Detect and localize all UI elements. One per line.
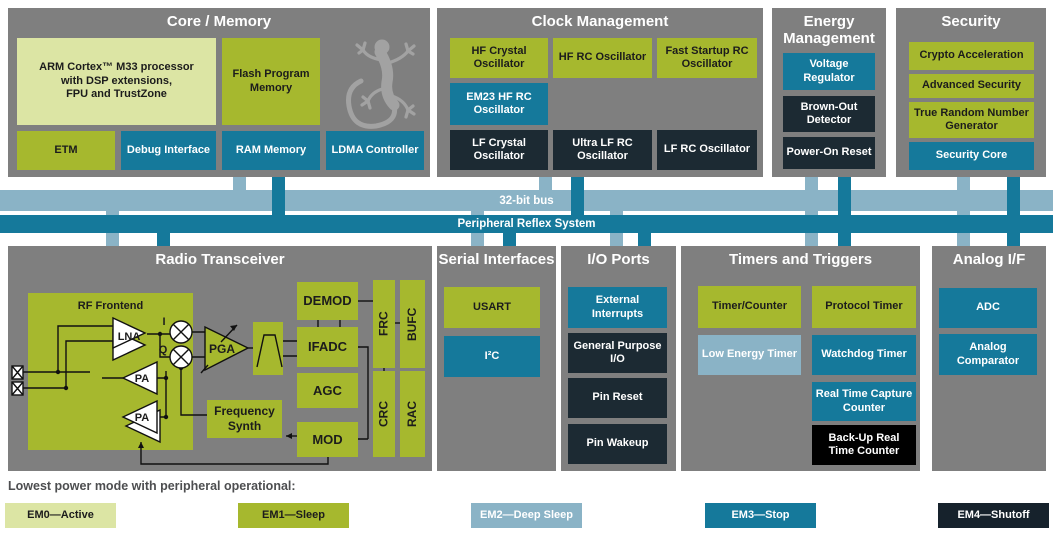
bus-32bit-label: 32-bit bus xyxy=(499,194,554,207)
chip-timer-counter: Timer/Counter xyxy=(698,286,801,328)
chip-bufc: BUFC xyxy=(400,280,425,368)
bus-connector xyxy=(571,177,584,225)
chip-crc: CRC xyxy=(373,371,395,457)
rf-frontend-box: RF Frontend xyxy=(28,293,193,450)
chip-backup-real-time-counter: Back-Up Real Time Counter xyxy=(812,425,916,465)
chip-security-core: Security Core xyxy=(909,142,1034,170)
energy-management-title: Energy Management xyxy=(783,13,875,48)
serial-interfaces-title: Serial Interfaces xyxy=(438,251,555,268)
chip-i2c: I²C xyxy=(444,336,540,377)
chip-ultra-lf-rc-osc: Ultra LF RC Oscillator xyxy=(553,130,652,170)
bus-prs-label: Peripheral Reflex System xyxy=(457,218,596,230)
chip-crypto-acceleration: Crypto Acceleration xyxy=(909,42,1034,70)
chip-if-filter xyxy=(253,322,283,375)
chip-lf-rc-osc: LF RC Oscillator xyxy=(657,130,757,170)
block-timers-triggers: Timers and Triggers Timer/Counter Low En… xyxy=(681,246,920,471)
bus-32bit: 32-bit bus xyxy=(0,190,1053,211)
radio-transceiver-title: Radio Transceiver xyxy=(155,251,285,268)
chip-flash-memory: Flash Program Memory xyxy=(222,38,320,125)
analog-if-title: Analog I/F xyxy=(952,251,1026,268)
chip-voltage-regulator: Voltage Regulator xyxy=(783,53,875,90)
chip-general-purpose-io: General Purpose I/O xyxy=(568,333,667,373)
security-title: Security xyxy=(941,13,1001,30)
gecko-logo-icon xyxy=(346,39,416,129)
chip-true-random-number-generator: True Random Number Generator xyxy=(909,102,1034,138)
pga-label: PGA xyxy=(209,342,235,356)
chip-advanced-security: Advanced Security xyxy=(909,74,1034,98)
chip-external-interrupts: External Interrupts xyxy=(568,287,667,328)
block-radio-transceiver: Radio Transceiver RF Frontend DEMOD IFAD… xyxy=(8,246,432,471)
rf-frontend-label: RF Frontend xyxy=(77,300,144,312)
chip-watchdog-timer: Watchdog Timer xyxy=(812,335,916,375)
timers-triggers-title: Timers and Triggers xyxy=(728,251,873,268)
block-io-ports: I/O Ports External Interrupts General Pu… xyxy=(561,246,676,471)
chip-em23-hf-rc-osc: EM23 HF RC Oscillator xyxy=(450,83,548,125)
chip-fast-startup-rc-osc: Fast Startup RC Oscillator xyxy=(657,38,757,78)
antenna-icon xyxy=(11,365,24,396)
chip-ifadc: IFADC xyxy=(297,327,358,367)
block-energy-management: Energy Management Voltage Regulator Brow… xyxy=(772,8,886,177)
block-core-memory: Core / Memory ARM Cortex™ M33 processor … xyxy=(8,8,430,177)
legend-em1-sleep: EM1—Sleep xyxy=(238,503,349,528)
clock-management-title: Clock Management xyxy=(531,13,669,30)
bus-connector xyxy=(1007,177,1020,225)
pga-symbol xyxy=(200,324,250,374)
chip-agc: AGC xyxy=(297,373,358,408)
chip-debug-interface: Debug Interface xyxy=(121,131,216,170)
chip-analog-comparator: Analog Comparator xyxy=(939,334,1037,375)
chip-hf-crystal-osc: HF Crystal Oscillator xyxy=(450,38,548,78)
bus-connector xyxy=(272,177,285,225)
block-serial-interfaces: Serial Interfaces USART I²C xyxy=(437,246,556,471)
legend-em0-active: EM0—Active xyxy=(5,503,116,528)
chip-adc: ADC xyxy=(939,288,1037,328)
chip-demod: DEMOD xyxy=(297,282,358,320)
io-ports-title: I/O Ports xyxy=(587,251,650,268)
core-memory-title: Core / Memory xyxy=(166,13,272,30)
bus-connector xyxy=(838,177,851,225)
chip-power-on-reset: Power-On Reset xyxy=(783,137,875,169)
chip-frc: FRC xyxy=(373,280,395,368)
chip-mod: MOD xyxy=(297,422,358,457)
chip-rac: RAC xyxy=(400,371,425,457)
chip-frequency-synth: Frequency Synth xyxy=(207,400,282,438)
chip-pin-reset: Pin Reset xyxy=(568,378,667,418)
chip-pin-wakeup: Pin Wakeup xyxy=(568,424,667,464)
legend-em2-deep-sleep: EM2—Deep Sleep xyxy=(471,503,582,528)
chip-lf-crystal-osc: LF Crystal Oscillator xyxy=(450,130,548,170)
block-analog-if: Analog I/F ADC Analog Comparator xyxy=(932,246,1046,471)
chip-ram-memory: RAM Memory xyxy=(222,131,320,170)
legend-em4-shutoff: EM4—Shutoff xyxy=(938,503,1049,528)
chip-real-time-capture-counter: Real Time Capture Counter xyxy=(812,382,916,421)
chip-hf-rc-osc: HF RC Oscillator xyxy=(553,38,652,78)
block-clock-management: Clock Management HF Crystal Oscillator H… xyxy=(437,8,763,177)
chip-ldma-controller: LDMA Controller xyxy=(326,131,424,170)
chip-low-energy-timer: Low Energy Timer xyxy=(698,335,801,375)
legend-title: Lowest power mode with peripheral operat… xyxy=(8,479,296,493)
chip-protocol-timer: Protocol Timer xyxy=(812,286,916,328)
chip-brown-out-detector: Brown-Out Detector xyxy=(783,96,875,132)
chip-usart: USART xyxy=(444,287,540,328)
chip-arm-cortex: ARM Cortex™ M33 processor with DSP exten… xyxy=(17,38,216,125)
bus-peripheral-reflex: Peripheral Reflex System xyxy=(0,215,1053,233)
chip-etm: ETM xyxy=(17,131,115,170)
block-security: Security Crypto Acceleration Advanced Se… xyxy=(896,8,1046,177)
legend-em3-stop: EM3—Stop xyxy=(705,503,816,528)
